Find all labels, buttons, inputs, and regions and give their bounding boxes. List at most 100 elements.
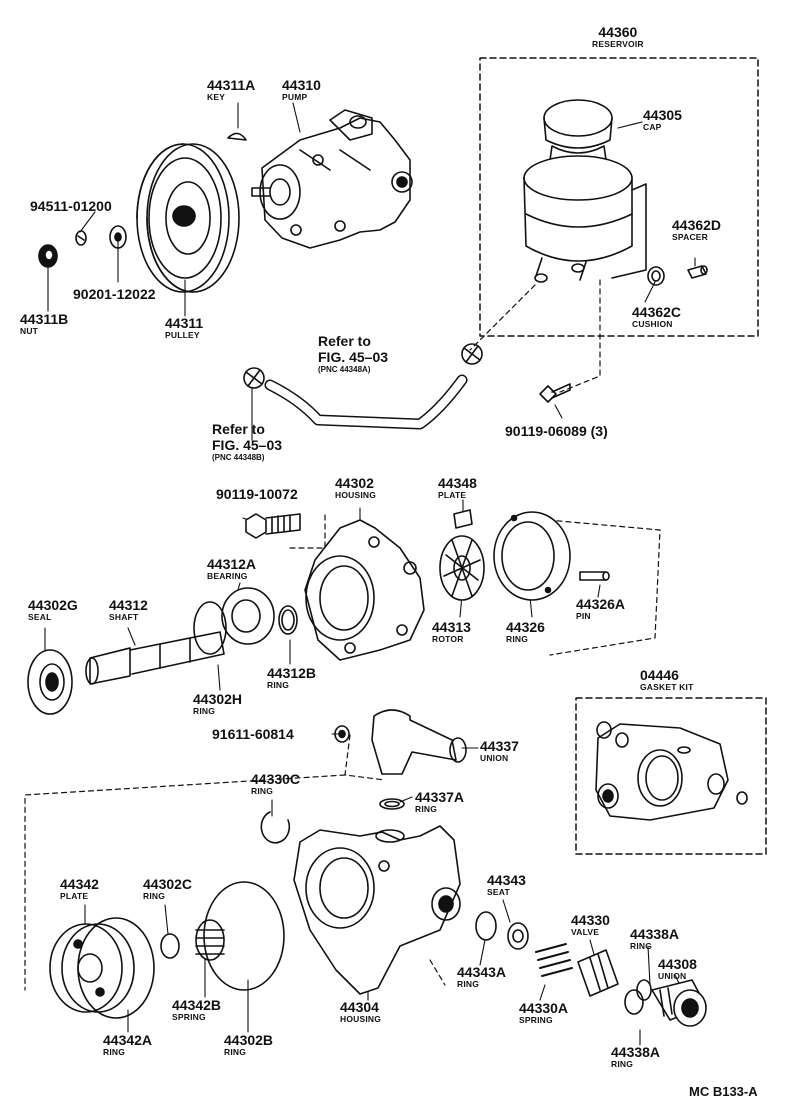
rotor-44313 [439,535,485,601]
part-number: 44311A [207,77,256,93]
part-name: PULLEY [165,330,200,340]
part-number: 44311 [165,315,204,331]
part-name: RING [224,1047,247,1057]
label-44312b: 44312B RING [267,666,316,690]
cushion-44362c [647,266,665,286]
part-name: RING [457,979,480,989]
part-number: 44362D [672,217,722,233]
washer-94511 [75,230,87,246]
ring-44302b [203,881,285,991]
ring-44330c [260,811,291,844]
label-44343: 44343 SEAT [487,873,526,897]
part-name: HOUSING [340,1014,382,1024]
part-number: 44302 [335,475,374,491]
label-44308: 44308 UNION [658,957,697,981]
part-name: RING [143,891,166,901]
part-name: PLATE [438,490,467,500]
label-44310: 44310 PUMP [282,78,321,102]
part-name: SEAT [487,887,510,897]
part-number: 44330A [519,1000,569,1016]
label-90119-10072: 90119-10072 [216,487,298,501]
part-number: 44342A [103,1032,153,1048]
part-number: 44326A [576,596,626,612]
seal-44302g [27,649,73,715]
label-44360: 44360 RESERVOIR [592,25,644,49]
label-44326: 44326 RING [506,620,545,644]
ring-44338a-lower [624,989,644,1015]
part-number: 44348 [438,475,477,491]
label-90201-12022: 90201-12022 [73,287,156,301]
part-number: 44311B [20,311,69,327]
spacer-44362d [687,265,708,279]
part-name: RING [630,941,653,951]
ref-line-1: Refer to [318,333,371,349]
part-name: RING [506,634,529,644]
part-name: SEAL [28,612,52,622]
spring-44330a [535,943,573,977]
plate-44342 [49,923,135,1013]
part-number: 44313 [432,619,471,635]
part-name: SPRING [172,1012,206,1022]
part-number: 90119-10072 [216,486,298,502]
plate-44348 [453,509,473,529]
label-44342: 44342 PLATE [60,877,99,901]
part-number: 44326 [506,619,545,635]
label-44362d: 44362D SPACER [672,218,721,242]
label-44312: 44312 SHAFT [109,598,148,622]
part-number: 44302C [143,876,193,892]
label-44302g: 44302G SEAL [28,598,78,622]
part-number: 44302G [28,597,78,613]
pulley [136,143,240,293]
part-number: 44362C [632,304,682,320]
part-number: 44304 [340,999,379,1015]
hose [243,343,483,430]
part-name: SHAFT [109,612,139,622]
part-number: 44308 [658,956,697,972]
bolt-90119-10072 [245,513,301,539]
union-44337 [371,709,467,775]
seat-44343 [507,922,529,950]
part-number: 90201-12022 [73,286,156,302]
diagram-code: MC B133-A [689,1084,758,1099]
label-44348: 44348 PLATE [438,476,477,500]
part-name: RING [251,786,274,796]
part-name: GASKET KIT [640,682,694,692]
label-44304: 44304 HOUSING [340,1000,381,1024]
key [227,132,247,141]
washer-90201 [109,225,127,249]
ring-44337a [379,798,405,810]
part-name: RING [193,706,216,716]
part-number: 44337A [415,789,465,805]
reference-fig-45-03-b: Refer to FIG. 45–03 (PNC 44348B) [212,421,282,462]
part-name: RING [267,680,290,690]
part-name: CAP [643,122,662,132]
label-04446: 04446 GASKET KIT [640,668,693,692]
part-name: HOUSING [335,490,377,500]
bearing-44312a [193,587,275,655]
label-94511-01200: 94511-01200 [30,199,112,213]
label-44330c: 44330C RING [251,772,300,796]
label-44311b: 44311B NUT [20,312,68,336]
part-name: VALVE [571,927,600,937]
part-name: PIN [576,611,591,621]
label-44337: 44337 UNION [480,739,519,763]
part-number: 44312 [109,597,148,613]
label-44330a: 44330A SPRING [519,1001,568,1025]
part-number: 04446 [640,667,679,683]
part-name: UNION [658,971,687,981]
reservoir-group-frame [479,57,759,337]
part-name: CUSHION [632,319,673,329]
label-44302b: 44302B RING [224,1033,273,1057]
label-44342a: 44342A RING [103,1033,152,1057]
housing-44304 [293,825,461,995]
ref-line-1: Refer to [212,421,265,437]
gasket-kit [595,721,748,821]
label-44338a-upper: 44338A RING [630,927,679,951]
part-number: 44330C [251,771,301,787]
pump [251,109,413,249]
part-number: 44343A [457,964,507,980]
label-44311a: 44311A KEY [207,78,255,102]
part-number: 90119-06089 (3) [505,423,608,439]
part-name: KEY [207,92,226,102]
